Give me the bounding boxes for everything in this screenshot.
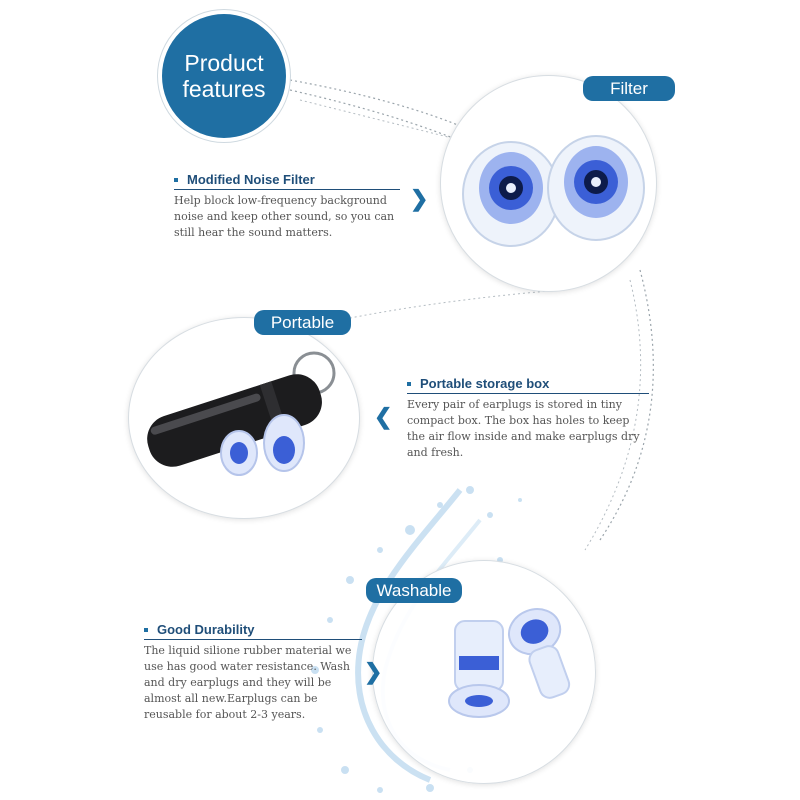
portable-feature: Portable storage box Every pair of earpl… xyxy=(407,376,649,461)
chevron-right-icon: ❯ xyxy=(410,186,429,211)
portable-badge: Portable xyxy=(254,310,351,335)
chevron-right-icon: ❯ xyxy=(364,659,383,684)
washable-photo xyxy=(372,560,596,784)
washable-feature-heading: Good Durability xyxy=(144,622,362,640)
bullet-icon xyxy=(144,627,148,632)
portable-feature-text: Every pair of earplugs is stored in tiny… xyxy=(407,398,640,459)
filter-feature-heading: Modified Noise Filter xyxy=(174,172,400,190)
portable-feature-heading: Portable storage box xyxy=(407,376,649,394)
washable-feature-text: The liquid silione rubber material we us… xyxy=(144,644,352,721)
portable-photo xyxy=(128,317,360,519)
filter-badge: Filter xyxy=(583,76,675,101)
product-features-title: Product features xyxy=(162,14,286,138)
bullet-icon xyxy=(174,177,178,182)
earplug-filter-image xyxy=(462,135,645,247)
washable-feature: Good Durability The liquid silione rubbe… xyxy=(144,622,362,723)
storage-box-image xyxy=(147,351,336,476)
bullet-icon xyxy=(407,381,411,386)
chevron-left-icon: ❮ xyxy=(374,404,393,429)
filter-feature-text: Help block low-frequency background nois… xyxy=(174,194,395,239)
washable-badge: Washable xyxy=(366,578,462,603)
filter-photo xyxy=(440,75,657,292)
washable-earplugs-image xyxy=(448,608,571,718)
filter-feature: Modified Noise Filter Help block low-fre… xyxy=(174,172,400,241)
